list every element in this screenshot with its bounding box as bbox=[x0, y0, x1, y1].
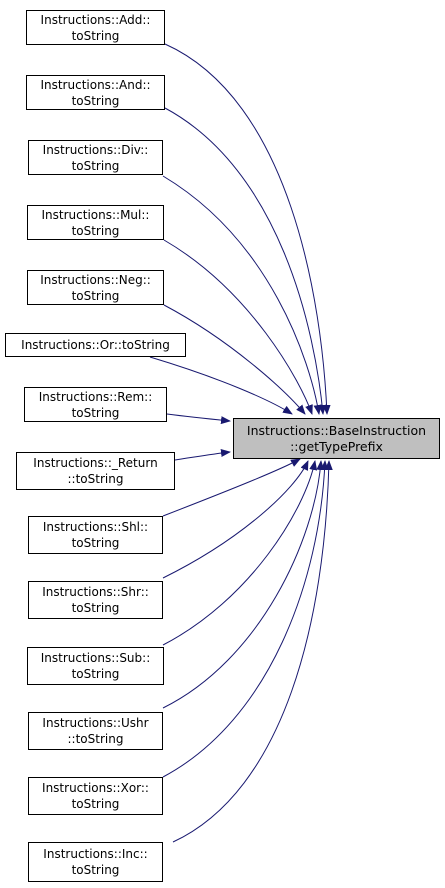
caller-node-rem[interactable]: Instructions::Rem:: toString bbox=[24, 387, 167, 422]
caller-label-line-1: Instructions::Inc:: bbox=[43, 847, 148, 861]
call-edge-13 bbox=[172, 460, 333, 843]
target-label-line-2: ::getTypePrefix bbox=[290, 438, 383, 454]
caller-label-line-1: Instructions::Ushr bbox=[42, 716, 149, 730]
caller-node-shr[interactable]: Instructions::Shr:: toString bbox=[28, 581, 163, 619]
caller-label-line-1: Instructions::Or::toString bbox=[21, 338, 170, 352]
caller-label-line-1: Instructions::Shl:: bbox=[42, 520, 149, 534]
call-edge-12 bbox=[162, 460, 329, 778]
caller-label-line-2: toString bbox=[71, 223, 120, 238]
caller-label-line-2: toString bbox=[71, 288, 120, 303]
caller-label-line-2: toString bbox=[71, 28, 120, 43]
caller-node-ushr[interactable]: Instructions::Ushr ::toString bbox=[28, 712, 163, 750]
caller-label-line-1: Instructions::Xor:: bbox=[42, 781, 149, 795]
caller-label-line-1: Instructions::Div:: bbox=[42, 142, 149, 157]
caller-label-line-1: Instructions::Mul:: bbox=[41, 207, 150, 222]
call-edge-3 bbox=[163, 239, 313, 415]
call-edge-10 bbox=[162, 460, 318, 646]
caller-node-or[interactable]: Instructions::Or::toString bbox=[5, 333, 186, 357]
caller-label-line-1: Instructions::Add:: bbox=[40, 12, 151, 27]
caller-label-line-1: Instructions::Rem:: bbox=[38, 389, 153, 404]
call-edge-8 bbox=[162, 458, 301, 517]
caller-label-line-2: toString bbox=[71, 536, 120, 550]
caller-node-shl[interactable]: Instructions::Shl:: toString bbox=[28, 516, 163, 554]
caller-node-xor[interactable]: Instructions::Xor:: toString bbox=[28, 777, 163, 815]
call-edge-1 bbox=[164, 107, 327, 415]
caller-label-line-2: toString bbox=[71, 93, 120, 108]
target-node-base-instruction-get-type-prefix[interactable]: Instructions::BaseInstruction ::getTypeP… bbox=[233, 418, 440, 459]
caller-label-line-1: Instructions::Shr:: bbox=[42, 585, 149, 599]
caller-label-line-2: ::toString bbox=[67, 732, 124, 746]
caller-node-and[interactable]: Instructions::And:: toString bbox=[26, 75, 165, 110]
caller-label-line-2: toString bbox=[71, 405, 120, 420]
caller-node-inc[interactable]: Instructions::Inc:: toString bbox=[28, 842, 163, 882]
call-edge-2 bbox=[162, 175, 322, 415]
caller-label-line-2: toString bbox=[71, 667, 120, 681]
call-edge-6 bbox=[166, 413, 231, 425]
call-edge-9 bbox=[162, 460, 309, 579]
caller-label-line-2: toString bbox=[71, 797, 120, 811]
caller-label-line-1: Instructions::Sub:: bbox=[40, 651, 151, 665]
target-label-line-1: Instructions::BaseInstruction bbox=[246, 422, 427, 438]
caller-label-line-2: toString bbox=[71, 601, 120, 615]
caller-node-add[interactable]: Instructions::Add:: toString bbox=[26, 10, 165, 45]
call-edge-4 bbox=[163, 304, 306, 415]
call-edge-5 bbox=[149, 356, 293, 415]
caller-node-div[interactable]: Instructions::Div:: toString bbox=[28, 140, 163, 175]
caller-node-neg[interactable]: Instructions::Neg:: toString bbox=[27, 270, 164, 305]
caller-node-sub[interactable]: Instructions::Sub:: toString bbox=[27, 647, 164, 685]
caller-label-line-1: Instructions::And:: bbox=[40, 77, 151, 92]
call-edge-11 bbox=[162, 460, 325, 709]
caller-label-line-2: toString bbox=[71, 158, 120, 173]
call-edge-0 bbox=[164, 43, 331, 415]
caller-label-line-2: ::toString bbox=[67, 472, 124, 486]
caller-node-mul[interactable]: Instructions::Mul:: toString bbox=[27, 205, 164, 240]
caller-label-line-2: toString bbox=[71, 863, 120, 877]
caller-label-line-1: Instructions::_Return bbox=[33, 456, 158, 470]
caller-node-return[interactable]: Instructions::_Return ::toString bbox=[16, 452, 175, 490]
call-edge-7 bbox=[174, 449, 231, 461]
caller-label-line-1: Instructions::Neg:: bbox=[40, 272, 151, 287]
